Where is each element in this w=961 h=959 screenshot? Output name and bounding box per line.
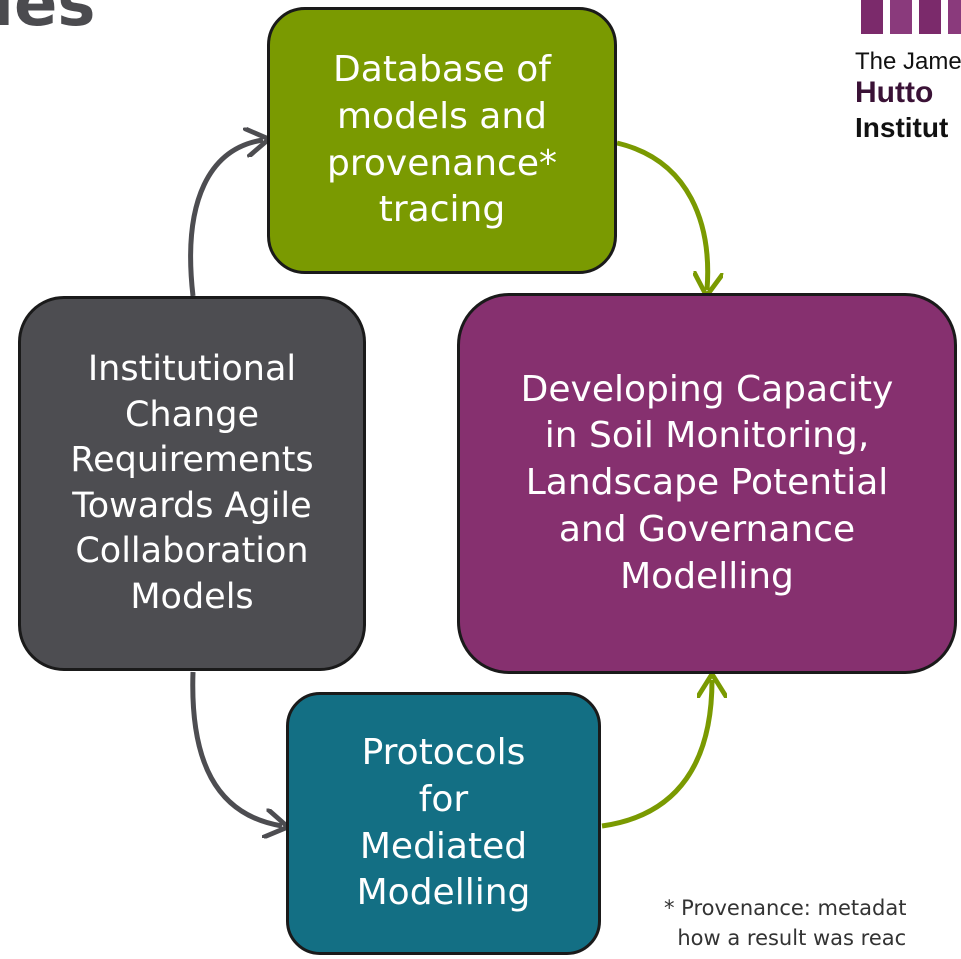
institutional-change-label: Institutional Change Requirements Toward… [70, 349, 314, 617]
logo-bars-icon [861, 0, 961, 34]
provenance-footnote: * Provenance: metadat how a result was r… [664, 896, 907, 951]
logo-text-line-1: The Jame [855, 48, 961, 75]
logo-text-line-3: Institut [855, 112, 949, 143]
arrow-protocols-to-developing [601, 680, 712, 829]
developing-capacity-box: Developing Capacity in Soil Monitoring, … [457, 293, 957, 674]
database-provenance-box: Database of models and provenance* traci… [267, 7, 617, 274]
protocols-box: Protocols for Mediated Modelling [286, 692, 601, 955]
institute-logo: The Jame Hutto Institut [847, 0, 961, 170]
protocols-label: Protocols for Mediated Modelling [356, 731, 531, 914]
developing-capacity-label: Developing Capacity in Soil Monitoring, … [520, 368, 894, 597]
database-provenance-label: Database of models and provenance* traci… [327, 48, 557, 231]
arrow-institutional-to-database [188, 140, 263, 297]
logo-text-line-2: Hutto [855, 76, 934, 109]
arrow-institutional-to-protocols [190, 671, 282, 826]
institutional-change-box: Institutional Change Requirements Toward… [18, 296, 366, 671]
arrow-database-to-developing [616, 140, 708, 290]
slide-title-fragment: ies [0, 0, 96, 41]
